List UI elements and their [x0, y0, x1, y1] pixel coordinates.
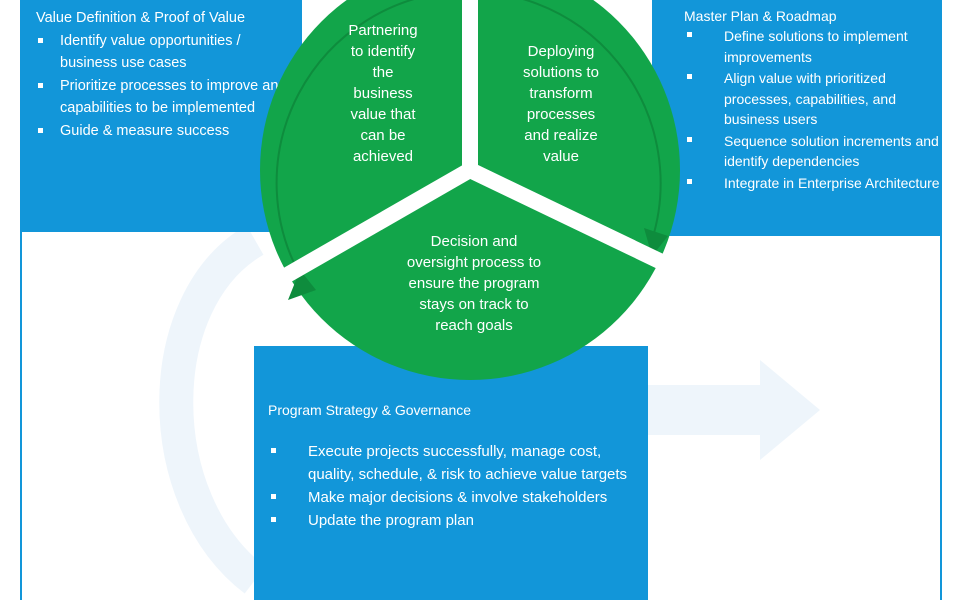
list-item: Sequence solution increments and identif… — [684, 131, 942, 172]
segment-text-line: solutions to — [523, 64, 599, 81]
list-item: Guide & measure success — [36, 120, 290, 142]
list-item: Prioritize processes to improve and capa… — [36, 75, 290, 119]
segment-text-line: value — [543, 148, 579, 165]
divider-right — [466, 162, 674, 274]
arrow-head-left — [288, 270, 316, 300]
segment-text-line: Decision and — [431, 233, 518, 250]
master-plan-title: Master Plan & Roadmap — [684, 8, 837, 24]
segment-text-line: reach goals — [435, 317, 513, 334]
value-definition-list: Identify value opportunities / business … — [36, 30, 302, 142]
segment-text-line: oversight process to — [407, 254, 541, 271]
list-item: Update the program plan — [268, 509, 644, 532]
list-item: Execute projects successfully, manage co… — [268, 440, 644, 486]
segment-text-line: ensure the program — [409, 275, 540, 292]
ghost-arrow-left — [159, 225, 266, 594]
segment-bottom-text: Decision and oversight process to ensure t… — [407, 233, 541, 334]
segment-left-text: Partnering to identify the business value th… — [348, 22, 417, 165]
list-item: Integrate in Enterprise Architecture — [684, 173, 942, 194]
segment-text-line: processes — [527, 106, 595, 123]
list-item: Align value with prioritized processes, … — [684, 68, 942, 130]
segment-text-line: to identify — [351, 43, 416, 60]
segment-right-text: Deploying solutions to transform processes a… — [523, 43, 599, 165]
frame-left-line — [20, 230, 22, 600]
value-definition-box: Value Definition & Proof of Value Identi… — [20, 0, 302, 232]
program-strategy-box: Program Strategy & Governance Execute pr… — [254, 346, 648, 600]
segment-text-line: transform — [529, 85, 592, 102]
list-item: Identify value opportunities / business … — [36, 30, 290, 74]
ghost-arrow-right — [648, 360, 820, 460]
cycle-circle — [260, 0, 680, 380]
segment-text-line: achieved — [353, 148, 413, 165]
frame-right-line — [940, 230, 942, 600]
list-item: Make major decisions & involve stakehold… — [268, 486, 644, 509]
master-plan-box: Master Plan & Roadmap Define solutions t… — [652, 0, 942, 236]
list-item: Define solutions to implement improvemen… — [684, 26, 942, 67]
value-definition-title: Value Definition & Proof of Value — [36, 10, 246, 26]
segment-text-line: Partnering — [348, 22, 417, 39]
segment-text-line: and realize — [524, 127, 597, 144]
segment-text-line: stays on track to — [419, 296, 528, 313]
segment-text-line: the — [373, 64, 394, 81]
divider-left — [278, 163, 474, 285]
segment-text-line: value that — [350, 106, 416, 123]
program-strategy-title: Program Strategy & Governance — [268, 402, 472, 418]
segment-text-line: can be — [360, 127, 405, 144]
master-plan-list: Define solutions to implement improvemen… — [684, 26, 942, 193]
program-strategy-list: Execute projects successfully, manage co… — [268, 440, 648, 532]
segment-text-line: Deploying — [528, 43, 595, 60]
segment-text-line: business — [353, 85, 412, 102]
cycle-arrow-ring — [275, 0, 662, 276]
